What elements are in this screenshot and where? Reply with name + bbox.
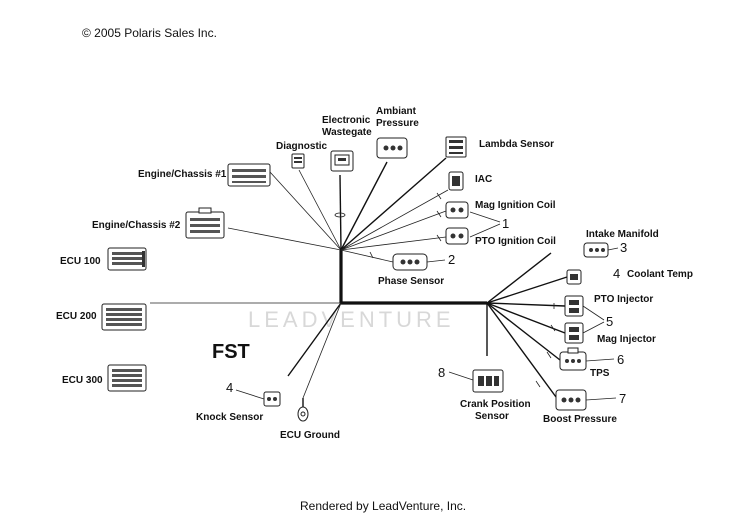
- copyright-text: © 2005 Polaris Sales Inc.: [82, 26, 217, 40]
- phase-sensor-label: Phase Sensor: [378, 276, 444, 287]
- lambda-sensor-connector-icon: [445, 136, 467, 158]
- wastegate-wire: [339, 174, 342, 251]
- boost-pressure-label: Boost Pressure: [543, 414, 617, 425]
- engine-chassis-2-label: Engine/Chassis #2: [92, 220, 181, 231]
- crank-position-connector-icon: [472, 369, 504, 393]
- crank-position-label-line-1: Crank Position: [460, 399, 531, 410]
- boost-pressure-connector-icon: [555, 389, 587, 411]
- callout-knock-sensor: 4: [226, 380, 233, 395]
- watermark: LEADVENTURE: [248, 307, 455, 332]
- harness-wires: [150, 157, 568, 399]
- tps-connector-icon: [559, 347, 587, 371]
- pto-injector-label: PTO Injector: [594, 294, 653, 305]
- lambda-sensor-label: Lambda Sensor: [479, 139, 554, 150]
- intake-manifold-label: Intake Manifold: [586, 229, 659, 240]
- callout-phase-sensor: 2: [448, 252, 455, 267]
- system-label: FST: [212, 341, 250, 363]
- diagnostic-label: Diagnostic: [276, 141, 328, 152]
- ecu-100-label: ECU 100: [60, 256, 101, 267]
- callout-boost-pressure: 7: [619, 391, 626, 406]
- iac-wire: [340, 189, 449, 251]
- engine-chassis-2-wire: [227, 227, 342, 251]
- mag-injector-wire: [486, 302, 566, 334]
- ambiant-pressure-connector-icon: [376, 137, 408, 159]
- electronic-wastegate-label-line-2: Wastegate: [322, 127, 372, 138]
- ambiant-pressure-label-line-2: Pressure: [376, 118, 419, 129]
- crank-position-label-line-2: Sensor: [475, 411, 509, 422]
- ecu-ground-terminal-icon: [297, 398, 309, 422]
- engine-chassis-2-connector-icon: [185, 207, 225, 239]
- engine-chassis-1-wire: [269, 171, 342, 251]
- callout-injectors: 5: [606, 314, 613, 329]
- knock-sensor-wire: [287, 302, 342, 377]
- lambda-wire: [340, 157, 447, 251]
- callout-leaders: [235, 211, 619, 401]
- tps-wire: [486, 302, 561, 361]
- ambiant-pressure-label-line-1: Ambiant: [376, 106, 417, 117]
- callout-crank-position: 8: [438, 365, 445, 380]
- callout-tps: 6: [617, 352, 624, 367]
- pto-ignition-coil-label: PTO Ignition Coil: [475, 236, 556, 247]
- phase-sensor-connector-icon: [392, 253, 428, 271]
- coolant-temp-wire: [486, 276, 568, 304]
- wastegate-connector-icon: [330, 150, 354, 172]
- coolant-temp-label: Coolant Temp: [627, 269, 693, 280]
- ambiant-pressure-wire: [340, 161, 388, 251]
- mag-injector-label: Mag Injector: [597, 334, 656, 345]
- pto-ignition-coil-connector-icon: [445, 227, 469, 245]
- engine-chassis-1-label: Engine/Chassis #1: [138, 169, 227, 180]
- ecu-200-label: ECU 200: [56, 311, 97, 322]
- tps-label: TPS: [590, 368, 610, 379]
- mag-coil-wire: [340, 210, 447, 251]
- ecu-300-label: ECU 300: [62, 375, 103, 386]
- pto-injector-connector-icon: [564, 295, 584, 317]
- engine-chassis-1-connector-icon: [227, 163, 271, 187]
- coolant-temp-connector-icon: [566, 269, 582, 285]
- mag-injector-connector-icon: [564, 322, 584, 344]
- pto-injector-wire: [486, 302, 566, 307]
- footer-text: Rendered by LeadVenture, Inc.: [300, 499, 466, 513]
- knock-sensor-connector-icon: [263, 391, 281, 407]
- mag-ignition-coil-connector-icon: [445, 201, 469, 219]
- intake-manifold-wire: [486, 252, 552, 304]
- callout-intake-manifold: 3: [620, 240, 627, 255]
- knock-sensor-label: Knock Sensor: [196, 412, 263, 423]
- ecu-100-connector-icon: [107, 247, 147, 271]
- electronic-wastegate-label-line-1: Electronic: [322, 115, 371, 126]
- ecu-ground-label: ECU Ground: [280, 430, 340, 441]
- pto-coil-wire: [340, 236, 447, 251]
- intake-manifold-connector-icon: [583, 242, 609, 258]
- callout-coolant-temp: 4: [613, 266, 620, 281]
- diagnostic-wire: [298, 169, 342, 251]
- phase-sensor-wire: [340, 249, 394, 263]
- mag-ignition-coil-label: Mag Ignition Coil: [475, 200, 556, 211]
- wire-ticks: [334, 192, 556, 388]
- ecu-300-connector-icon: [107, 364, 147, 392]
- iac-connector-icon: [448, 171, 464, 191]
- diagnostic-connector-icon: [291, 153, 305, 169]
- callout-ignition-coils: 1: [502, 216, 509, 231]
- ecu-200-connector-icon: [101, 303, 147, 331]
- iac-label: IAC: [475, 174, 492, 185]
- boost-pressure-wire: [486, 302, 557, 398]
- ecu-ground-wire: [302, 302, 342, 399]
